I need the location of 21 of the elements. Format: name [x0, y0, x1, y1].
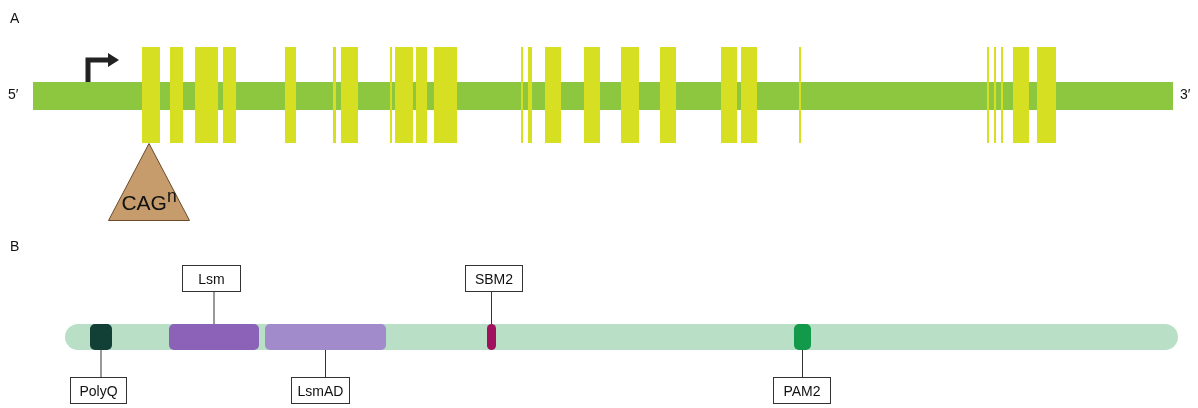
domain-label: LsmAD [291, 377, 350, 404]
repeat-triangle [108, 143, 190, 221]
domain-block [90, 324, 112, 350]
leader-line [100, 349, 102, 378]
repeat-label: CAG$^{n}$ [120, 186, 178, 215]
domain-label: SBM2 [465, 265, 523, 292]
leader-line [213, 291, 215, 325]
domain-block [169, 324, 259, 350]
panel-label: B [10, 238, 20, 254]
leader-line [491, 291, 492, 325]
domain-block [265, 324, 386, 350]
domain-label: PAM2 [773, 377, 831, 404]
leader-line [325, 349, 326, 378]
domain-block [794, 324, 811, 350]
strand-end-label: 3′ [1180, 86, 1191, 102]
domain-label: Lsm [182, 265, 241, 292]
domain-block [487, 324, 496, 350]
leader-line [802, 349, 803, 378]
strand-end-label: 5′ [8, 86, 19, 102]
panel-label: A [10, 10, 20, 26]
domain-label: PolyQ [70, 377, 127, 404]
